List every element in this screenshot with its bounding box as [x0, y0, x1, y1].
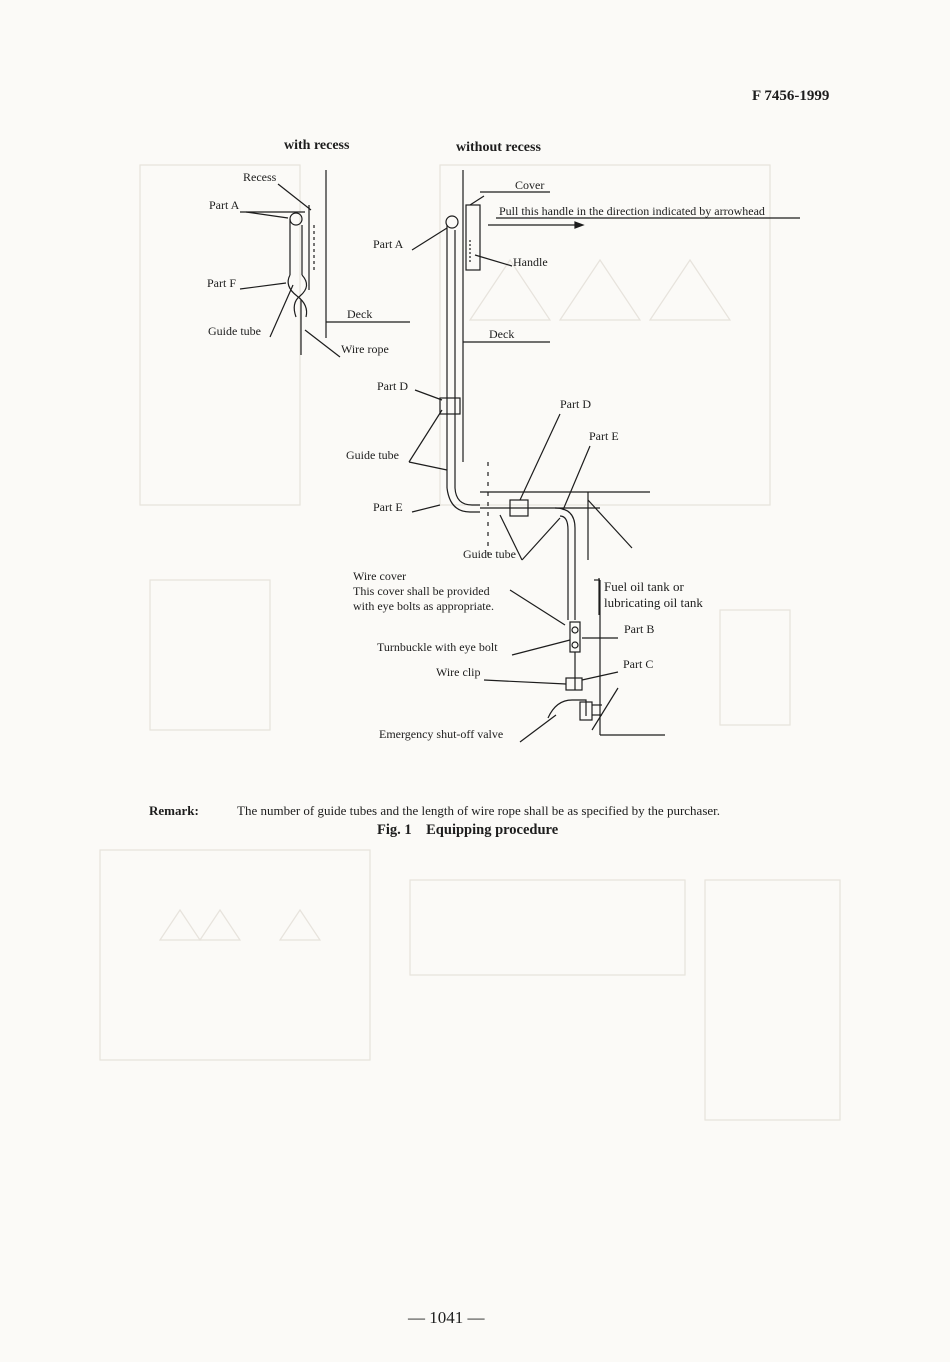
label-guide-tube-mid: Guide tube	[346, 448, 399, 462]
part-f-bend	[287, 274, 308, 318]
label-wire-cover-note-1: This cover shall be provided	[353, 584, 490, 598]
label-part-e-left: Part E	[373, 500, 403, 514]
label-part-a-right: Part A	[373, 237, 404, 251]
label-guide-tube-bottom: Guide tube	[463, 547, 516, 561]
part-a-left-pulley	[289, 212, 303, 226]
valve-handle	[547, 699, 587, 719]
label-handle: Handle	[513, 255, 548, 269]
label-part-d-right: Part D	[560, 397, 591, 411]
page-number: — 1041 —	[408, 1308, 485, 1327]
label-part-a-left: Part A	[209, 198, 240, 212]
part-e-right-bend	[554, 507, 576, 620]
label-fuel-tank-2: lubricating oil tank	[604, 595, 703, 610]
remark-label: Remark:	[149, 803, 199, 818]
label-recess: Recess	[243, 170, 277, 184]
label-turnbuckle: Turnbuckle with eye bolt	[377, 640, 498, 654]
heading-with-recess: with recess	[284, 138, 350, 153]
label-fuel-tank-1: Fuel oil tank or	[604, 579, 684, 594]
figure-caption: Fig. 1 Equipping procedure	[377, 822, 558, 839]
label-cover: Cover	[515, 178, 545, 192]
label-deck-left: Deck	[347, 307, 373, 321]
figure-number: Fig. 1	[377, 822, 412, 838]
wire-clip-box	[565, 677, 583, 691]
remark-text: The number of guide tubes and the length…	[237, 803, 721, 818]
handle-box	[465, 204, 481, 271]
part-a-right-pulley	[445, 215, 459, 229]
label-shutoff-valve: Emergency shut-off valve	[379, 727, 504, 741]
label-part-d-left: Part D	[377, 379, 408, 393]
label-part-b: Part B	[624, 622, 655, 636]
label-wire-cover: Wire cover	[353, 569, 407, 583]
label-part-e-right: Part E	[589, 429, 619, 443]
arrowhead	[574, 221, 585, 229]
part-d-left-box	[439, 397, 461, 415]
label-deck-right: Deck	[489, 327, 515, 341]
part-d-right-box	[509, 499, 529, 517]
label-wire-clip: Wire clip	[436, 665, 481, 679]
part-f-bend-b	[293, 274, 308, 318]
standard-number: F 7456-1999	[752, 88, 830, 104]
label-pull-handle: Pull this handle in the direction indica…	[499, 204, 765, 218]
part-e-left-bend	[446, 487, 480, 513]
figure-title: Equipping procedure	[426, 822, 559, 838]
heading-without-recess: without recess	[456, 140, 541, 155]
label-part-f: Part F	[207, 276, 237, 290]
label-wire-rope: Wire rope	[341, 342, 389, 356]
valve-body	[579, 701, 593, 721]
label-guide-tube-left: Guide tube	[208, 324, 261, 338]
label-wire-cover-note-2: with eye bolts as appropriate.	[353, 599, 494, 613]
label-part-c: Part C	[623, 657, 654, 671]
